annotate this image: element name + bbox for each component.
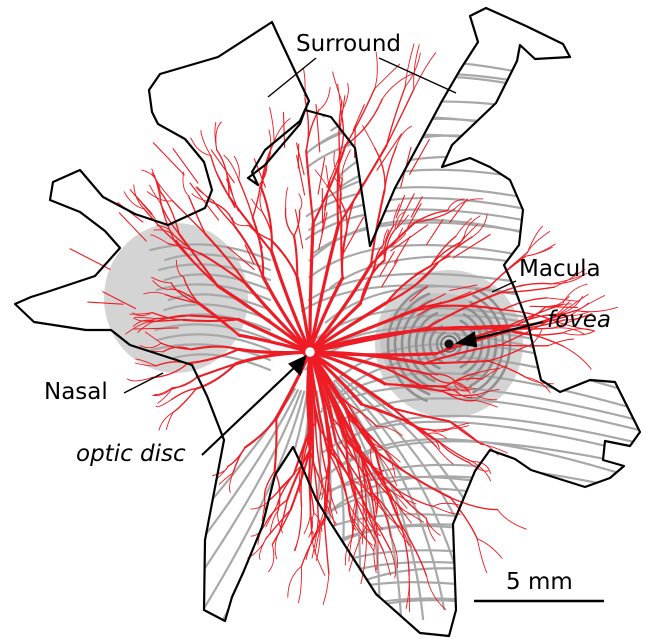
label-surround: Surround [296,33,401,56]
vessel [385,147,397,190]
vessel [259,539,265,560]
vessel [324,522,329,574]
vessel [312,535,325,575]
nerve-fiber [300,582,640,617]
vessel [477,539,487,573]
vessel [155,388,172,395]
vessel [298,566,301,603]
vessel [414,53,436,90]
nerve-fiber [316,598,646,631]
vessel [288,566,302,597]
vessel [294,506,301,550]
label-fovea: fovea [547,309,611,332]
label-optic-disc: optic disc [76,443,186,466]
vessel-twig [153,143,184,175]
vessel [319,87,330,110]
label-macula: Macula [519,258,601,281]
nasal-leader [124,373,163,393]
vessel [563,346,591,369]
vessel [563,284,588,305]
vessel [183,172,189,196]
vessel [316,519,320,561]
vessel [333,72,342,102]
vessel-twig [173,149,198,183]
vessel [363,126,375,148]
vessel [547,298,578,302]
vessel [375,64,400,89]
vessel [278,465,301,489]
nerve-fiber [317,600,646,639]
label-nasal: Nasal [44,381,108,404]
vessel [387,87,406,146]
vessel [375,148,385,189]
vessel [346,89,375,145]
vessel [323,574,329,604]
vessel [375,52,378,89]
vessel [304,515,310,534]
scale-bar-label: 5 mm [506,571,573,594]
vessel [396,126,412,147]
vessel [172,377,197,388]
vessel [269,545,274,572]
vessel [498,510,527,530]
